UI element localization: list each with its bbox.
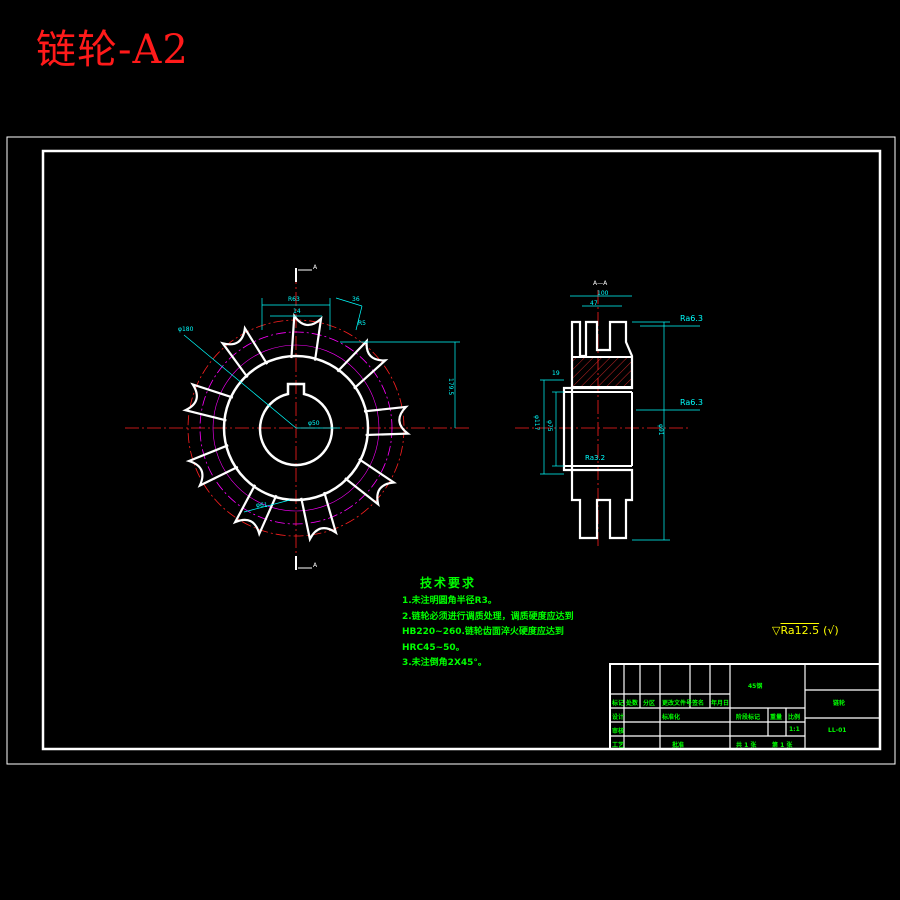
tech-line-2: 2.链轮必须进行调质处理，调质硬度应达到 <box>402 611 574 622</box>
sprocket-section-view <box>515 290 700 548</box>
section-cut-label: A—A <box>593 280 608 287</box>
tb-date: 年月日 <box>711 700 730 707</box>
sprocket-tooth <box>219 325 269 379</box>
dim-outer-diameter: φ180 <box>178 326 194 333</box>
hub-circle <box>222 354 370 502</box>
dim-section-bore-outer: φ117 <box>533 415 540 431</box>
sprocket-tooth <box>185 444 239 488</box>
sprocket-front-view <box>125 268 470 570</box>
bore-keyway <box>258 382 334 467</box>
tb-drawing-no: LL-01 <box>828 727 847 734</box>
dim-section-small: 19 <box>552 370 560 377</box>
tb-weight: 重量 <box>770 714 783 721</box>
sprocket-tooth <box>363 405 412 437</box>
title-block-grid <box>609 663 881 750</box>
dim-inner-width: 14 <box>293 308 301 315</box>
drawing-title: 链轮-A2 <box>36 27 189 73</box>
tech-requirements-text: 1.未注明圆角半径R3。 2.链轮必须进行调质处理，调质硬度应达到 HB220~… <box>402 594 602 672</box>
general-roughness: ▽Ra12.5(√) <box>772 624 839 637</box>
dim-section-bore: φ75 <box>546 420 553 432</box>
dim-section-width: 100 <box>597 290 609 297</box>
tb-process: 工艺 <box>612 742 625 749</box>
dim-top-width: R63 <box>288 296 300 303</box>
tech-line-5: 3.未注倒角2X45°。 <box>402 658 487 668</box>
sprocket-tooth <box>182 382 234 422</box>
dim-height-right: 179.5 <box>447 378 454 396</box>
roughness-bottom: Ra3.2 <box>585 454 606 462</box>
dim-section-inner: 47 <box>590 300 598 307</box>
tb-zone: 分区 <box>643 700 656 707</box>
general-roughness-suffix: (√) <box>823 624 839 637</box>
tb-approve: 批准 <box>672 742 685 749</box>
tb-scale-value: 1:1 <box>789 726 800 733</box>
cut-label-bottom: A <box>313 562 318 569</box>
dim-tooth-tip: R5 <box>358 320 366 327</box>
section-dimensions <box>540 321 700 541</box>
tb-design: 设计 <box>612 714 625 721</box>
front-dimensions <box>183 297 460 513</box>
sprocket-teeth <box>182 312 412 543</box>
pitch-circle <box>199 331 393 525</box>
sprocket-tooth <box>336 338 389 390</box>
dim-section-height: φ91 <box>657 424 664 436</box>
inner-frame <box>41 149 882 751</box>
tech-requirements-heading: 技术要求 <box>420 576 477 590</box>
tb-scale-label: 比例 <box>788 714 801 721</box>
tb-review: 审核 <box>612 728 625 735</box>
tb-change: 更改文件号 <box>662 700 693 707</box>
tb-standard: 标准化 <box>662 714 681 721</box>
tb-sign: 签名 <box>692 700 705 707</box>
dim-bottom: φ61 <box>256 502 268 509</box>
tech-line-4: HRC45~50。 <box>402 642 465 653</box>
dim-tooth-angle: 36 <box>352 296 360 303</box>
tb-sheet-total: 共 1 张 <box>736 742 757 749</box>
tb-part-name: 链轮 <box>833 700 846 707</box>
root-circle <box>212 344 380 512</box>
tech-line-1: 1.未注明圆角半径R3。 <box>402 596 497 606</box>
sprocket-tooth <box>232 484 278 538</box>
tech-line-3: HB220~260.链轮齿面淬火硬度应达到 <box>402 627 564 637</box>
tb-sheet-no: 第 1 张 <box>772 742 793 749</box>
roughness-top: Ra6.3 <box>680 314 704 323</box>
sprocket-tooth <box>300 491 338 543</box>
sprocket-tooth <box>344 458 397 507</box>
tb-stage: 阶段标记 <box>736 714 761 721</box>
outer-frame <box>6 136 896 765</box>
general-roughness-value: Ra12.5 <box>780 624 820 637</box>
tb-material: 45钢 <box>748 683 763 690</box>
tb-qty: 处数 <box>626 700 639 707</box>
dim-bore: φ50 <box>308 420 320 427</box>
roughness-middle: Ra6.3 <box>680 398 704 407</box>
cut-label-top: A <box>313 264 318 271</box>
roughness-symbol-icon: ▽ <box>772 624 781 637</box>
tip-circle <box>187 319 405 537</box>
tb-mark: 标记 <box>612 700 625 707</box>
